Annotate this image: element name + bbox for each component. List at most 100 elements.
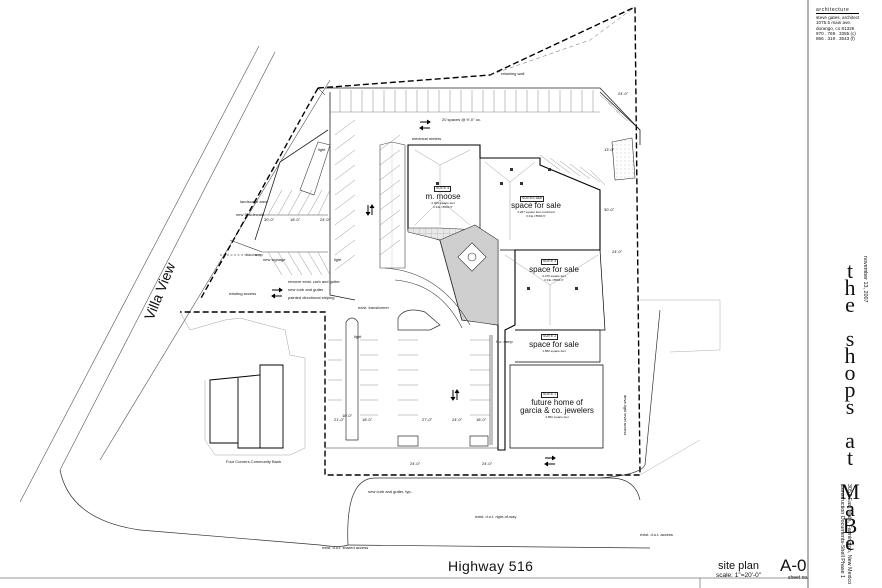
suite-1-name-line-1: future home of <box>531 398 583 407</box>
title-block-frame <box>0 0 809 588</box>
note-retaining-wall: retaining wall <box>501 71 525 76</box>
note-right-of-way: exist. d.o.t. right-of-way <box>475 514 517 519</box>
note-new-curb-typ: new curb and gutter, typ. <box>368 489 412 494</box>
angled-stalls <box>267 119 401 276</box>
note-new-signage: new signage <box>263 257 286 262</box>
top-parking-stalls <box>330 90 600 113</box>
dim-g: 27'-0" <box>422 417 433 422</box>
dim-h: 24'-0" <box>452 417 463 422</box>
suite-1-area: 3,850 square feet <box>545 415 569 419</box>
note-spaces: 20 spaces @ 9'-0" oc. <box>442 117 481 122</box>
note-dot-access: exist. d.o.t. access <box>640 532 673 537</box>
lower-lot-curbs <box>325 335 498 449</box>
parcel-lines <box>639 299 721 476</box>
center-island <box>379 141 406 269</box>
suite-2-area: 1,680 square feet <box>542 349 566 353</box>
note-light-1: light <box>318 147 326 152</box>
title-letter: h <box>844 343 856 368</box>
note-existing-access: existing access <box>229 291 257 296</box>
title-letter: t <box>846 258 854 283</box>
architect-line-2: 1075.5 main ave. <box>816 20 852 26</box>
suite-4-area: 2,465 square feet <box>431 201 455 205</box>
suite-3-tag: SUITE 3 <box>541 259 559 265</box>
villa-view-street <box>19 45 331 503</box>
suite-2-name: space for sale <box>529 340 579 349</box>
architect-line-1: steve gates, architect <box>816 15 860 21</box>
roof-drains <box>436 168 578 290</box>
note-light-2: light <box>334 257 342 262</box>
note-light-3: light <box>354 334 362 339</box>
note-transformer: exist. transformer <box>358 305 389 310</box>
dim-m: 24'-0" <box>612 249 623 254</box>
lower-parking-islands <box>345 309 489 447</box>
title-letter: s <box>845 394 855 419</box>
dim-e: 21'-0" <box>334 417 345 422</box>
sheet-number: A-0 <box>780 556 807 575</box>
note-shared-access: exist. d.o.t. shared access <box>322 545 369 550</box>
lower-stalls <box>328 339 490 416</box>
note-electrical: electrical meters <box>412 136 442 141</box>
traffic-arrows <box>271 119 556 467</box>
architect-line-4: 970 . 769 . 3355 (c) <box>816 30 856 36</box>
title-letter: s <box>845 326 855 351</box>
architect-line-5: 866 . 319 . 3543 (f) <box>816 36 855 42</box>
note-drive-access: drive-light level access <box>623 395 628 436</box>
parking-lot <box>254 87 641 301</box>
bank-building <box>209 364 284 449</box>
note-landscape: landscape area <box>240 199 268 204</box>
note-hc-ramp: h.c. ramp <box>246 252 263 257</box>
highway-label: Highway 516 <box>448 558 534 574</box>
note-sidewalk: new 5' sidewalk <box>236 212 264 217</box>
note-painted-striping: painted directional striping <box>288 295 335 300</box>
suite-3-area: 2,376 square feet <box>542 274 566 278</box>
suite-5-area: 4,267 square feet combined <box>517 210 555 214</box>
suite-5-name: space for sale <box>511 201 561 210</box>
dim-j: 24'-0" <box>410 461 421 466</box>
architect-line-3: durango, co 81326 <box>816 25 855 31</box>
bank-outline <box>179 311 306 456</box>
upper-right-boundary <box>489 6 636 76</box>
dim-i: 18'-0" <box>476 417 487 422</box>
roof-lines <box>414 149 599 325</box>
title-letter: e <box>845 530 855 555</box>
title-letter: t <box>846 445 854 470</box>
suite-3-ffe: F.F.E.=5594.5' <box>544 278 564 282</box>
project-phase: Construction Documents-Shell Phase 1 <box>839 484 845 579</box>
sheet-title: site plan <box>718 560 759 572</box>
suite-2-tag: SUITE 2 <box>541 334 559 340</box>
architect-heading: architecture <box>816 7 860 15</box>
suite-1-name-line-2: garcia & co. jewelers <box>520 406 594 415</box>
project-date: november 13, 2007 <box>862 256 868 303</box>
dim-30-ft: 30'-0" <box>604 207 615 212</box>
title-letter: p <box>844 377 856 402</box>
dim-d: 18'-0" <box>342 413 353 418</box>
title-letter: o <box>844 360 856 385</box>
dim-k: 24'-0" <box>482 461 493 466</box>
plaza-paving <box>407 224 499 326</box>
title-letter: a <box>845 428 855 453</box>
note-bank: Four Corners Community Bank <box>226 459 282 464</box>
dumpster-enclosure <box>611 137 636 181</box>
highway-curbs <box>59 309 661 549</box>
architect-info-block: architecture steve gates, architect 1075… <box>816 7 860 42</box>
note-new-curb: new curb and gutter <box>288 287 324 292</box>
entrance-striping <box>220 87 326 256</box>
right-stalls <box>539 94 629 186</box>
dim-n: 24'-0" <box>618 91 629 96</box>
suite-5-ffe: F.F.E.=5594.5' <box>526 214 546 218</box>
suite-3-name: space for sale <box>529 265 579 274</box>
note-remove-curb: remove exist. curb and gutter <box>288 279 340 284</box>
dim-c: 24'-0" <box>320 217 331 222</box>
note-hc-ramp-2: h.c. ramp <box>496 339 513 344</box>
title-letter: h <box>844 275 856 300</box>
suite-1-tag: SUITE 1 <box>541 392 559 398</box>
curved-walk <box>384 267 471 329</box>
title-letter: e <box>845 292 855 317</box>
dim-b: 18'-0" <box>290 217 301 222</box>
left-parking-area <box>229 141 331 253</box>
dim-l: 13'-0" <box>604 147 615 152</box>
title-letter: a <box>845 496 855 521</box>
dim-f: 18'-0" <box>362 417 373 422</box>
